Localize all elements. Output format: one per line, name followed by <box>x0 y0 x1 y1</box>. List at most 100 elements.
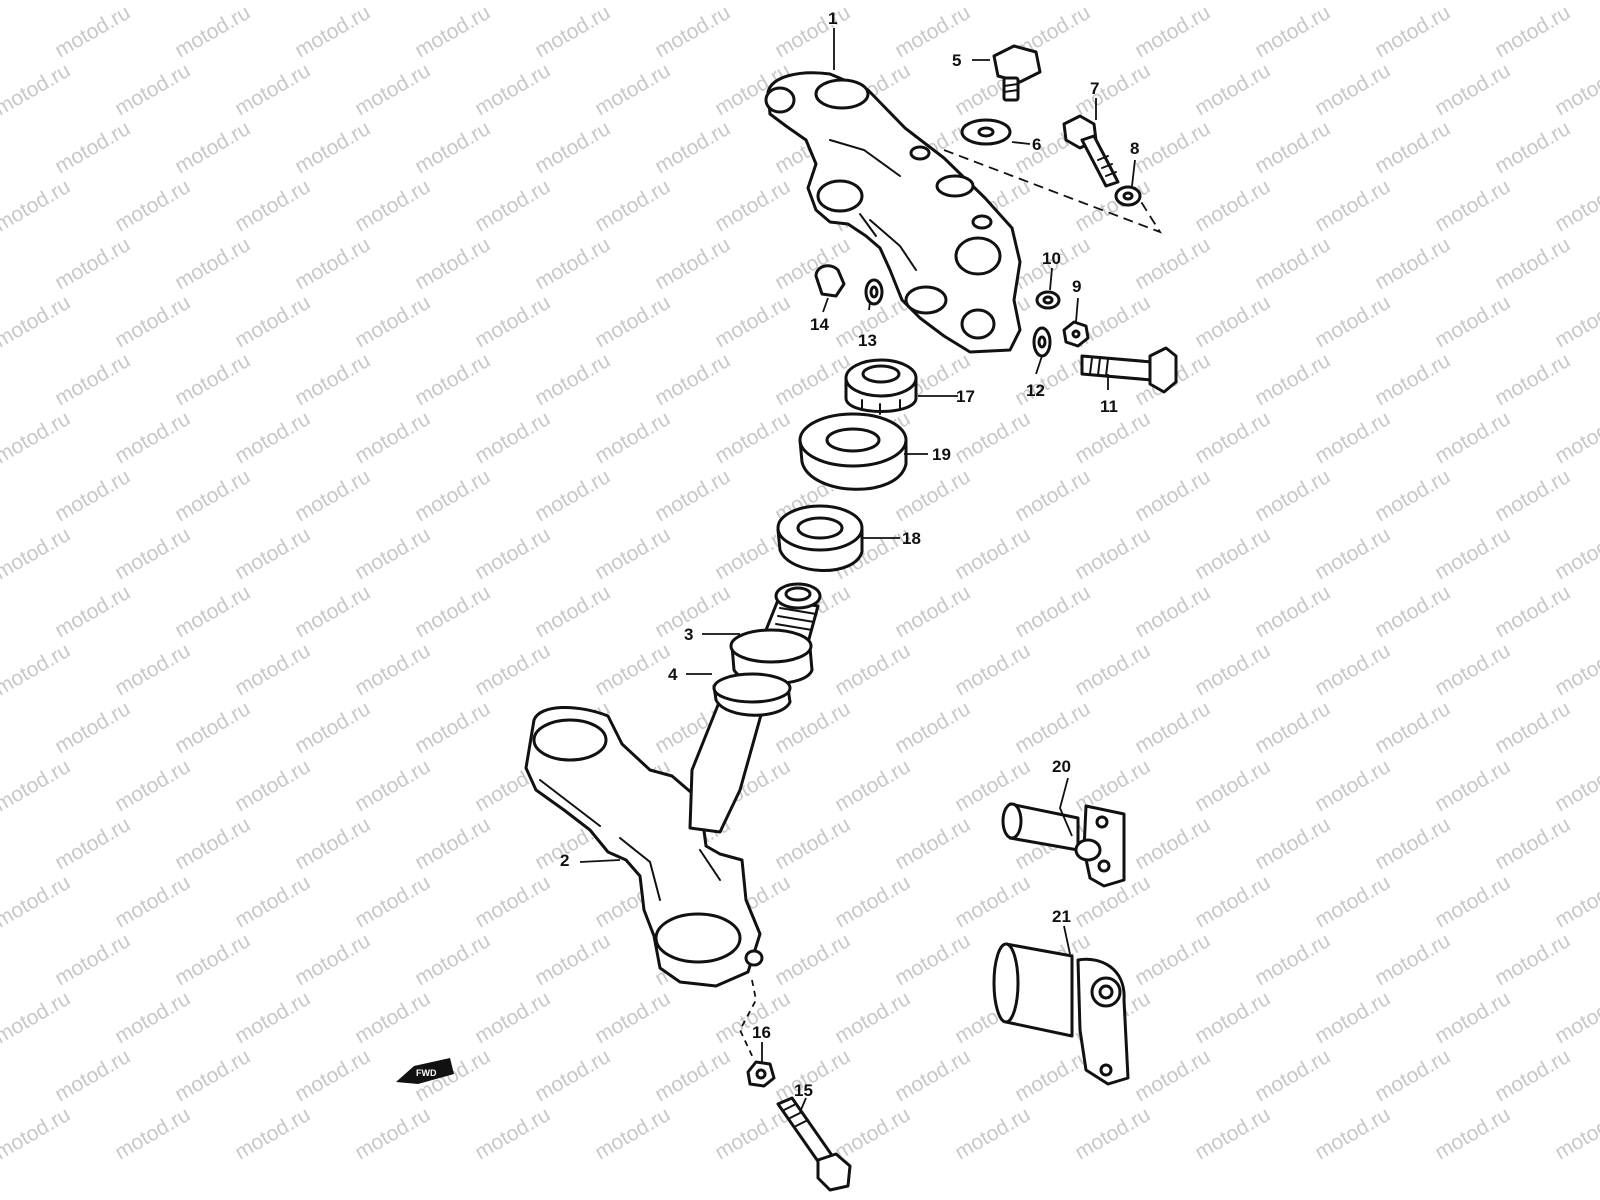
part-15-bolt <box>776 1096 852 1192</box>
watermark-text: motod.ru <box>351 291 434 352</box>
part-4-dust-seal <box>712 672 792 717</box>
watermark-text: motod.ru <box>231 871 314 932</box>
watermark-text: motod.ru <box>591 175 674 236</box>
part-7-bolt <box>1062 114 1120 188</box>
watermark-text: motod.ru <box>1551 407 1600 468</box>
watermark-text: motod.ru <box>1551 871 1600 932</box>
part-6-washer <box>960 118 1012 146</box>
watermark-text: motod.ru <box>891 1045 974 1106</box>
watermark-text: motod.ru <box>1311 1103 1394 1164</box>
watermark-text: motod.ru <box>1491 1 1574 62</box>
watermark-text: motod.ru <box>1551 639 1600 700</box>
watermark-text: motod.ru <box>1431 871 1514 932</box>
watermark-text: motod.ru <box>1071 59 1154 120</box>
watermark-text: motod.ru <box>1311 59 1394 120</box>
watermark-text: motod.ru <box>1011 465 1094 526</box>
watermark-text: motod.ru <box>111 871 194 932</box>
watermark-text: motod.ru <box>231 987 314 1048</box>
watermark-text: motod.ru <box>1131 813 1214 874</box>
watermark-text: motod.ru <box>1191 639 1274 700</box>
fwd-label: FWD <box>416 1068 437 1078</box>
watermark-text: motod.ru <box>771 813 854 874</box>
watermark-text: motod.ru <box>51 1045 134 1106</box>
watermark-text: motod.ru <box>891 697 974 758</box>
watermark-text: motod.ru <box>411 697 494 758</box>
watermark-text: motod.ru <box>111 407 194 468</box>
watermark-text: motod.ru <box>471 871 554 932</box>
watermark-text: motod.ru <box>1191 523 1274 584</box>
watermark-text: motod.ru <box>51 581 134 642</box>
watermark-text: motod.ru <box>471 639 554 700</box>
watermark-text: motod.ru <box>1311 175 1394 236</box>
part-8-washer <box>1114 185 1142 207</box>
watermark-text: motod.ru <box>651 117 734 178</box>
watermark-text: motod.ru <box>231 59 314 120</box>
watermark-text: motod.ru <box>471 407 554 468</box>
watermark-text: motod.ru <box>1371 697 1454 758</box>
watermark-text: motod.ru <box>411 581 494 642</box>
watermark-text: motod.ru <box>291 581 374 642</box>
watermark-text: motod.ru <box>411 117 494 178</box>
callout-13: 13 <box>858 331 877 350</box>
watermark-text: motod.ru <box>591 1103 674 1164</box>
watermark-text: motod.ru <box>951 639 1034 700</box>
watermark-text: motod.ru <box>591 639 674 700</box>
watermark-text: motod.ru <box>1131 697 1214 758</box>
watermark-text: motod.ru <box>1131 929 1214 990</box>
watermark-text: motod.ru <box>351 987 434 1048</box>
watermark-text: motod.ru <box>891 813 974 874</box>
watermark-text: motod.ru <box>411 465 494 526</box>
watermark-text: motod.ru <box>591 523 674 584</box>
part-13-washer <box>864 278 884 306</box>
part-20-steering-lock <box>1001 802 1126 888</box>
watermark-text: motod.ru <box>1491 813 1574 874</box>
callout-17: 17 <box>956 387 975 406</box>
part-12-washer <box>1032 326 1052 358</box>
watermark-text: motod.ru <box>651 349 734 410</box>
watermark-text: motod.ru <box>471 291 554 352</box>
watermark-text: motod.ru <box>1251 465 1334 526</box>
watermark-text: motod.ru <box>51 117 134 178</box>
watermark-text: motod.ru <box>1251 1 1334 62</box>
watermark-text: motod.ru <box>531 465 614 526</box>
watermark-text: motod.ru <box>471 523 554 584</box>
fwd-arrow-icon: FWD <box>396 1058 454 1084</box>
watermark-text: motod.ru <box>231 639 314 700</box>
watermark-text: motod.ru <box>651 1 734 62</box>
watermark-text: motod.ru <box>1491 929 1574 990</box>
watermark-text: motod.ru <box>1071 523 1154 584</box>
watermark-text: motod.ru <box>0 59 74 120</box>
watermark-text: motod.ru <box>1371 117 1454 178</box>
watermark-text: motod.ru <box>1311 639 1394 700</box>
watermark-text: motod.ru <box>1371 349 1454 410</box>
part-5-bolt <box>992 44 1042 102</box>
watermark-text: motod.ru <box>111 639 194 700</box>
watermark-text: motod.ru <box>1491 465 1574 526</box>
watermark-text: motod.ru <box>591 987 674 1048</box>
watermark-text: motod.ru <box>1311 407 1394 468</box>
watermark-text: motod.ru <box>471 1103 554 1164</box>
watermark-text: motod.ru <box>1011 1045 1094 1106</box>
part-14-cap-nut <box>814 264 846 298</box>
watermark-text: motod.ru <box>111 1103 194 1164</box>
watermark-text: motod.ru <box>51 813 134 874</box>
watermark-text: motod.ru <box>591 59 674 120</box>
watermark-text: motod.ru <box>891 1 974 62</box>
watermark-text: motod.ru <box>171 349 254 410</box>
watermark-text: motod.ru <box>1191 871 1274 932</box>
watermark-text: motod.ru <box>1551 1103 1600 1164</box>
watermark-text: motod.ru <box>351 1103 434 1164</box>
watermark-text: motod.ru <box>291 929 374 990</box>
watermark-text: motod.ru <box>591 291 674 352</box>
callout-1: 1 <box>828 9 837 28</box>
watermark-text: motod.ru <box>111 755 194 816</box>
watermark-text: motod.ru <box>411 1 494 62</box>
watermark-text: motod.ru <box>1371 813 1454 874</box>
watermark-text: motod.ru <box>1491 1045 1574 1106</box>
watermark-text: motod.ru <box>1431 523 1514 584</box>
watermark-text: motod.ru <box>1311 871 1394 932</box>
callout-8: 8 <box>1130 139 1139 158</box>
watermark-text: motod.ru <box>1311 291 1394 352</box>
watermark-text: motod.ru <box>291 233 374 294</box>
watermark-text: motod.ru <box>951 523 1034 584</box>
